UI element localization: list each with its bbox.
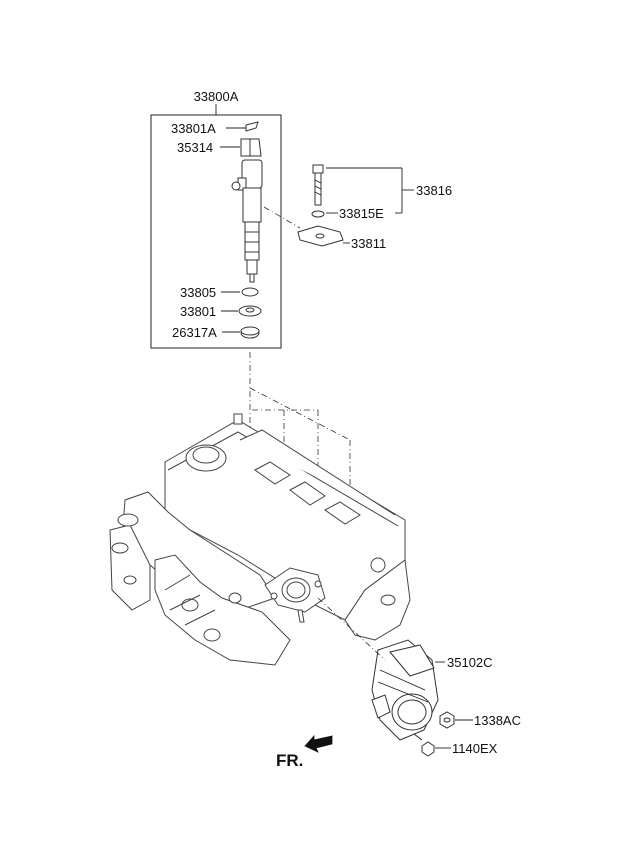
label-washer-bolt: 33815E bbox=[339, 206, 384, 221]
label-nut: 1338AC bbox=[474, 713, 521, 728]
injector-assembly-group: 33800A 33801A 35314 33805 33801 bbox=[150, 89, 282, 349]
manifold-flange bbox=[264, 567, 326, 623]
front-arrow-icon bbox=[304, 734, 333, 753]
label-seal: 33801 bbox=[180, 304, 216, 319]
bolt-part bbox=[413, 733, 435, 757]
throttle-body-part bbox=[317, 597, 439, 741]
label-clamp: 33811 bbox=[351, 236, 386, 251]
label-assembly: 33800A bbox=[194, 89, 239, 104]
label-throttle-body: 35102C bbox=[447, 655, 493, 670]
label-cap: 35314 bbox=[177, 140, 213, 155]
clip-part bbox=[245, 121, 259, 132]
cylinder-head-part bbox=[109, 413, 411, 666]
injector-part bbox=[231, 159, 263, 283]
o-ring-part bbox=[241, 287, 259, 297]
front-direction-indicator: FR. bbox=[276, 734, 333, 770]
label-clip: 33801A bbox=[171, 121, 216, 136]
label-bolt: 1140EX bbox=[452, 741, 498, 756]
gasket-part bbox=[240, 326, 260, 339]
nut-part bbox=[439, 711, 455, 729]
seal-part bbox=[238, 305, 262, 317]
front-label: FR. bbox=[276, 751, 303, 770]
label-o-ring: 33805 bbox=[180, 285, 216, 300]
bolt-set-group: 33816 33815E 33811 bbox=[263, 164, 452, 251]
cap-part bbox=[240, 138, 262, 157]
label-gasket: 26317A bbox=[172, 325, 217, 340]
hold-bolt-part bbox=[312, 164, 324, 206]
washer-part bbox=[311, 210, 325, 218]
label-bolt-set: 33816 bbox=[416, 183, 452, 198]
